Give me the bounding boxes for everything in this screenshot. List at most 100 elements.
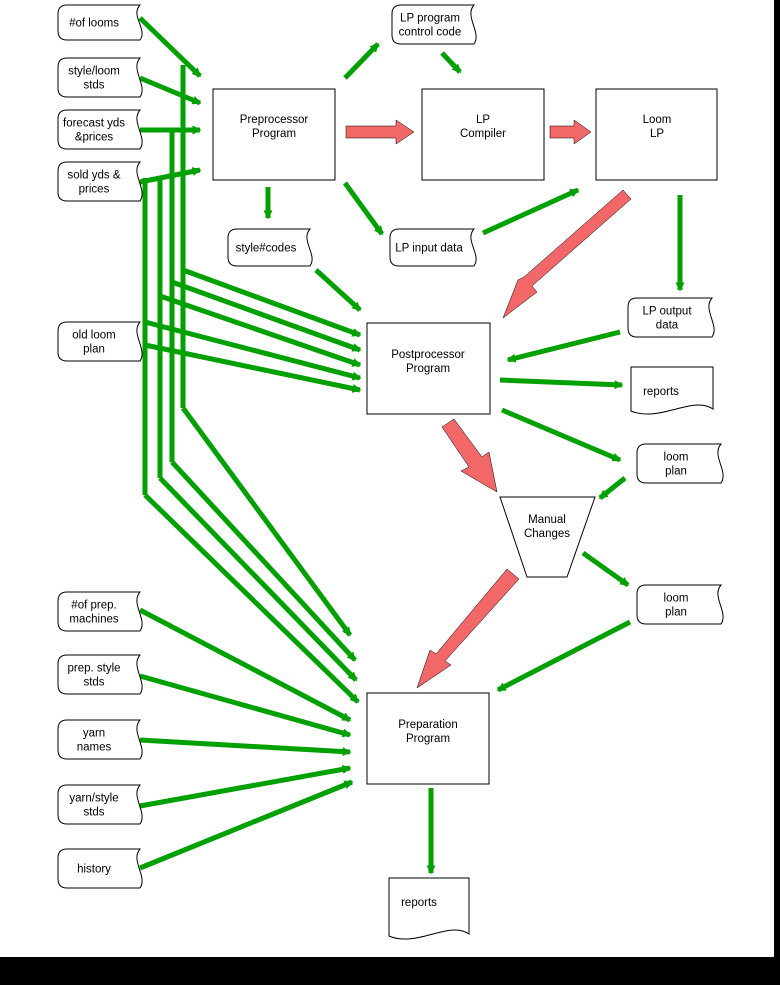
process-label-loom-lp: LP xyxy=(650,128,664,140)
input-label-yarn-style-stds: stds xyxy=(83,807,104,819)
report-doc-reports-1 xyxy=(630,366,714,415)
flow-stylestds-to-preprocessor xyxy=(139,75,202,106)
input-prep-style-stds xyxy=(57,654,143,695)
store-loom-plan-1 xyxy=(636,443,724,484)
flow-looms-to-preprocessor xyxy=(138,16,202,78)
flow-to-postprocessor xyxy=(159,293,362,368)
report-label-reports-1: reports xyxy=(643,386,679,398)
flow-prepmachines-to-preparation xyxy=(138,607,352,723)
store-label-loom-plan-1: plan xyxy=(665,466,687,478)
store-label-lp-program-control-code: LP program xyxy=(400,13,460,25)
process-label-lp-compiler: LP xyxy=(476,114,490,126)
flow-to-preparation xyxy=(143,493,360,704)
input-label-num-prep-machines: #of prep. xyxy=(71,600,116,612)
red-arrow-compiler-to-looplp xyxy=(549,119,592,145)
flow-to-preparation xyxy=(180,406,353,637)
input-label-yarn-names: yarn xyxy=(83,728,105,740)
report-doc-reports-2 xyxy=(388,877,470,940)
red-control-flows xyxy=(345,119,632,689)
store-label-loom-plan-2: plan xyxy=(665,607,687,619)
green-data-flows xyxy=(138,16,685,875)
process-label-preparation: Program xyxy=(406,733,450,745)
flow-yarnnames-to-preparation xyxy=(139,737,352,757)
process-label-loom-lp: Loom xyxy=(643,114,672,126)
process-label-postprocessor: Program xyxy=(406,363,450,375)
input-label-forecast: &prices xyxy=(75,132,114,144)
input-label-style-loom-stds: style/loom xyxy=(68,66,120,78)
process-labels: PreprocessorProgramLPCompilerLoomLPPostp… xyxy=(240,114,672,745)
flow-loomplan-to-manual xyxy=(598,476,627,500)
store-lp-output-data xyxy=(627,297,715,338)
red-arrow-preprocessor-to-compiler xyxy=(345,119,415,145)
flow-to-preparation xyxy=(170,460,357,662)
input-label-num-prep-machines: machines xyxy=(69,614,118,626)
flow-loomplan-to-preparation xyxy=(496,619,632,693)
input-label-prep-style-stds: stds xyxy=(83,677,104,689)
process-label-preparation: Preparation xyxy=(398,719,457,731)
input-yarn-style-stds xyxy=(57,784,143,825)
store-lp-program-control-code xyxy=(391,4,477,45)
store-label-loom-plan-1: loom xyxy=(664,452,689,464)
flow-postprocessor-to-reports xyxy=(499,377,624,390)
input-label-forecast: forecast yds xyxy=(63,118,125,130)
input-label-sold: sold yds & xyxy=(67,170,120,182)
loom-lp-box xyxy=(595,88,718,181)
preparation-box xyxy=(366,692,490,785)
input-label-style-loom-stds: stds xyxy=(83,80,104,92)
flow-stylecodes-to-postprocessor xyxy=(314,268,362,312)
input-label-old-loom-plan: plan xyxy=(83,344,105,356)
report-label-reports-2: reports xyxy=(401,897,437,909)
store-label-lp-output-data: LP output xyxy=(642,306,692,318)
input-num-looms xyxy=(57,4,143,41)
store-label-lp-program-control-code: control code xyxy=(399,27,462,39)
input-num-prep-machines xyxy=(57,591,143,632)
store-loom-plan-2 xyxy=(636,584,724,625)
input-old-loom-plan xyxy=(57,321,143,362)
input-label-yarn-style-stds: yarn/style xyxy=(69,793,118,805)
flow-postprocessor-to-loomplan xyxy=(501,407,622,463)
flow-lpinput-to-looplp xyxy=(481,187,580,236)
store-label-lp-input-data: LP input data xyxy=(395,243,463,255)
flow-prepstyle-to-preparation xyxy=(139,673,352,738)
manual-changes-trapezoid xyxy=(499,496,596,578)
flow-to-postprocessor xyxy=(171,279,362,353)
red-arrow-postprocessor-to-manual xyxy=(441,418,498,493)
process-label-lp-compiler: Compiler xyxy=(460,128,506,140)
input-history xyxy=(57,848,143,889)
process-label-preprocessor: Preprocessor xyxy=(240,114,309,126)
flow-manual-to-loomplan xyxy=(581,550,630,588)
process-label-manual-changes: Manual xyxy=(528,514,566,526)
red-arrow-manual-to-preparation xyxy=(416,568,520,689)
store-label-lp-output-data: data xyxy=(656,320,679,332)
input-label-yarn-names: names xyxy=(77,742,112,754)
store-style-codes xyxy=(227,228,313,267)
flow-control-to-compiler xyxy=(440,51,462,74)
input-sold xyxy=(57,161,143,202)
flow-to-postprocessor xyxy=(144,319,362,381)
input-documents: #of looms style/loom stds forecast yds&pric… xyxy=(57,4,143,889)
store-label-loom-plan-2: loom xyxy=(664,593,689,605)
flow-to-postprocessor xyxy=(182,267,362,338)
flow-yarnstyle-to-preparation xyxy=(139,764,352,809)
input-label-old-loom-plan: old loom xyxy=(72,330,115,342)
flow-preprocessor-to-lpinput xyxy=(342,181,385,236)
postprocessor-box xyxy=(366,322,491,415)
input-label-num-looms: #of looms xyxy=(69,18,119,30)
flow-history-to-preparation xyxy=(139,779,354,871)
flow-preprocessor-to-control xyxy=(343,42,380,80)
input-label-history: history xyxy=(77,864,111,876)
input-yarn-names xyxy=(57,719,143,760)
red-arrow-looplp-to-postprocessor xyxy=(502,189,632,319)
store-lp-input-data xyxy=(389,228,477,267)
flow-sold-to-preprocessor xyxy=(139,167,202,185)
input-label-sold: prices xyxy=(79,184,110,196)
process-label-preprocessor: Program xyxy=(252,128,296,140)
input-style-loom-stds xyxy=(57,57,143,98)
process-label-postprocessor: Postprocessor xyxy=(391,349,465,361)
input-label-prep-style-stds: prep. style xyxy=(67,663,120,675)
flow-oldplan-to-postprocessor xyxy=(144,342,362,393)
preprocessor-box xyxy=(212,88,336,181)
report-documents: reports reports xyxy=(388,366,714,940)
